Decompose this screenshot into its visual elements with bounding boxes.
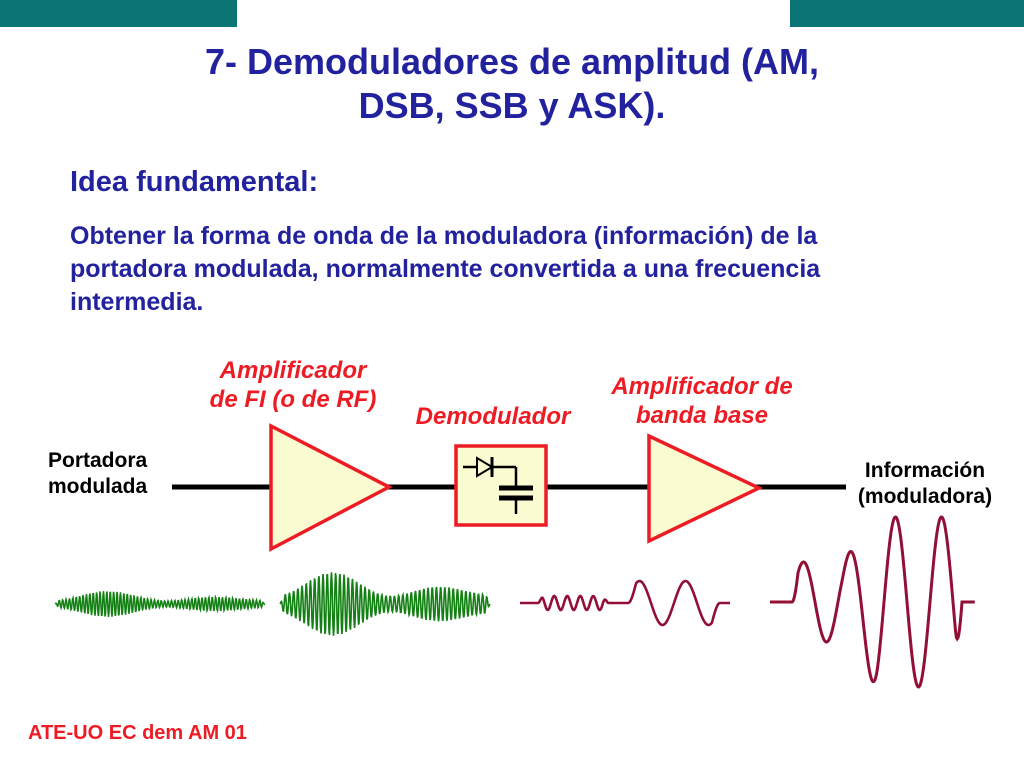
paragraph-line: intermedia. (70, 288, 204, 316)
input-signal-label: Portadora modulada (48, 448, 147, 500)
idea-heading: Idea fundamental: (70, 166, 319, 198)
baseband-amplifier-label-line1: Amplificador de (611, 373, 793, 400)
demodulator-label: Demodulador (415, 403, 571, 430)
demodulator-circuit (463, 456, 533, 514)
top-right-teal-bar (790, 0, 1024, 27)
slide-title: 7- Demoduladores de amplitud (AM, DSB, S… (0, 40, 1024, 128)
baseband-amplifier-label-line2: banda base (635, 402, 769, 429)
waveform-amplified-carrier (279, 572, 491, 636)
output-signal-label-line2: (moduladora) (857, 485, 993, 508)
paragraph-line: Obtener la forma de onda de la modulador… (70, 222, 818, 250)
baseband-amplifier-triangle (647, 433, 764, 544)
waveform-recovered-information (770, 515, 975, 689)
output-signal-label-line1: Información (864, 459, 986, 482)
waveform-modulated-carrier-input (54, 591, 266, 617)
slide-reference-code: ATE-UO EC dem AM 01 (28, 722, 247, 744)
if-amplifier-label-line1: Amplificador (219, 357, 367, 384)
slide-title-line2: DSB, SSB y ASK). (358, 85, 666, 126)
if-amplifier-label-line2: de FI (o de RF) (209, 386, 377, 413)
waveform-demodulated-ripple (520, 579, 730, 627)
top-left-teal-bar (0, 0, 237, 27)
slide-title-line1: 7- Demoduladores de amplitud (AM, (204, 41, 820, 82)
if-amplifier-triangle (269, 423, 393, 552)
input-signal-label-line2: modulada (48, 475, 148, 498)
paragraph-line: portadora modulada, normalmente converti… (70, 255, 821, 283)
input-signal-label-line1: Portadora (48, 449, 148, 472)
diode-icon (476, 456, 494, 478)
output-signal-label: Información (moduladora) (842, 458, 1008, 510)
baseband-amplifier-label: Amplificador de banda base (592, 372, 812, 430)
if-amplifier-label: Amplificador de FI (o de RF) (178, 356, 408, 414)
idea-paragraph: Obtener la forma de onda de la modulador… (70, 220, 820, 319)
